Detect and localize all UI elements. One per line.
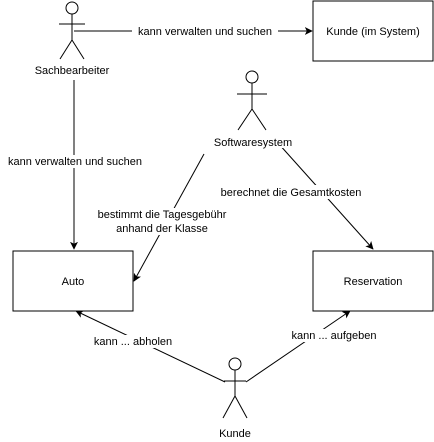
stick-figure-actor-icon xyxy=(59,1,85,60)
box-kunde-im-system: Kunde (im System) xyxy=(312,0,434,62)
box-label-auto: Auto xyxy=(62,276,85,288)
box-reservation: Reservation xyxy=(312,250,434,312)
edge-sachbearbeiter-kunde-system: kann verwalten und suchen xyxy=(74,25,313,38)
edge-sachbearbeiter-auto: kann verwalten und suchen xyxy=(2,80,148,250)
edge-label-verwalten-auto: kann verwalten und suchen xyxy=(8,156,142,168)
actor-label-sachbearbeiter: Sachbearbeiter xyxy=(35,65,110,77)
box-label-kunde-im-system: Kunde (im System) xyxy=(326,26,420,38)
edge-label-abholen: kann ... abholen xyxy=(94,336,172,348)
actor-kunde: Kunde xyxy=(219,357,251,440)
edge-softwaresystem-auto: bestimmt die Tagesgebühr anhand der Klas… xyxy=(98,153,227,282)
edge-label-tagesgebuehr-line1: bestimmt die Tagesgebühr xyxy=(98,209,227,221)
stick-figure-actor-icon xyxy=(222,357,248,419)
edge-label-verwalten-kunde: kann verwalten und suchen xyxy=(138,26,272,38)
stick-figure-actor-icon xyxy=(237,70,267,131)
edge-label-gesamtkosten: berechnet die Gesamtkosten xyxy=(221,187,362,199)
box-label-reservation: Reservation xyxy=(344,276,403,288)
edge-kunde-auto: kann ... abholen xyxy=(75,310,226,383)
edge-label-aufgeben: kann ... aufgeben xyxy=(291,330,376,342)
edge-label-tagesgebuehr-line2: anhand der Klasse xyxy=(116,223,208,235)
actor-softwaresystem: Softwaresystem xyxy=(208,70,298,149)
actor-label-kunde: Kunde xyxy=(219,428,251,440)
actor-sachbearbeiter: Sachbearbeiter xyxy=(32,1,114,77)
edge-kunde-reservation: kann ... aufgeben xyxy=(245,310,383,383)
box-auto: Auto xyxy=(12,250,134,312)
actor-label-softwaresystem: Softwaresystem xyxy=(214,137,292,149)
edge-softwaresystem-reservation: berechnet die Gesamtkosten xyxy=(214,142,374,250)
